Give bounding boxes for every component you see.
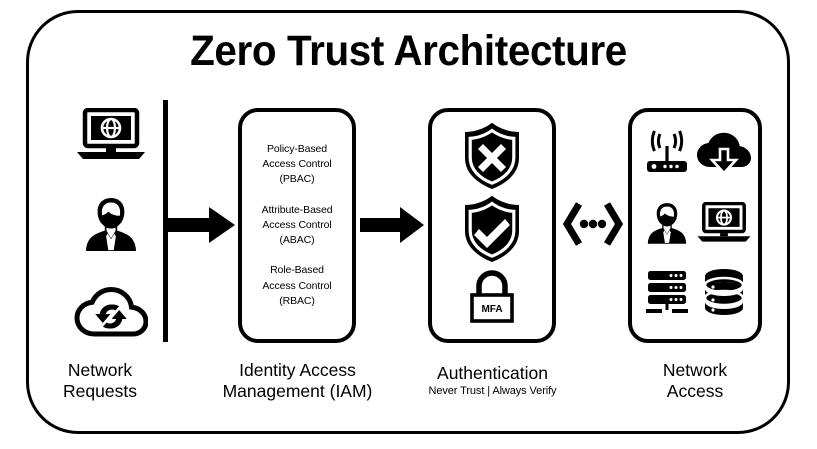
user-icon (81, 194, 141, 254)
iam-box: Policy-Based Access Control (PBAC) Attri… (238, 108, 356, 343)
page-title: Zero Trust Architecture (190, 27, 627, 75)
server-rack-icon (642, 269, 692, 320)
caption-subtitle: Never Trust | Always Verify (428, 385, 557, 397)
laptop-globe-icon (696, 201, 752, 249)
caption-line-1: Identity Access (239, 360, 356, 380)
database-icon (701, 267, 747, 322)
caption-line-1: Network (662, 360, 728, 380)
arrow-requests-to-iam-icon (165, 205, 237, 250)
caption-authentication: Authentication Never Trust | Always Veri… (405, 363, 580, 399)
network-requests-icons (62, 108, 160, 338)
outer-frame (26, 10, 790, 434)
iam-policy-list: Policy-Based Access Control (PBAC) Attri… (242, 112, 352, 339)
mfa-label: MFA (481, 304, 502, 315)
caption-network-access: Network Access (620, 360, 770, 402)
caption-identity-access-management: Identity Access Management (IAM) (215, 360, 380, 402)
caption-line-2: Management (IAM) (222, 381, 373, 401)
rbac-line3: (RBAC) (279, 294, 315, 307)
network-access-box (628, 108, 762, 343)
list-item-pbac: Policy-Based Access Control (PBAC) (262, 142, 331, 188)
cloud-sync-icon (74, 286, 148, 338)
wifi-router-icon (641, 130, 693, 183)
caption-line-1: Authentication (437, 363, 548, 383)
user-icon (644, 200, 690, 251)
caption-network-requests: Network Requests (30, 360, 170, 402)
arrow-iam-to-auth-icon (360, 205, 426, 250)
shield-deny-icon (462, 122, 522, 195)
cloud-download-icon (696, 131, 752, 182)
abac-line2: Access Control (262, 218, 332, 231)
rbac-line2: Access Control (262, 279, 332, 292)
list-item-abac: Attribute-Based Access Control (ABAC) (262, 203, 333, 249)
authentication-box: MFA (428, 108, 556, 343)
caption-line-2: Access (666, 381, 724, 401)
pbac-line1: Policy-Based (266, 143, 328, 156)
padlock-mfa-icon: MFA (465, 268, 519, 331)
abac-line3: (ABAC) (279, 234, 315, 247)
connector-auth-to-access-icon (562, 200, 624, 253)
pbac-line3: (PBAC) (279, 173, 315, 186)
laptop-globe-icon (75, 108, 147, 162)
network-access-icons (632, 112, 758, 339)
pbac-line2: Access Control (262, 158, 332, 171)
authentication-icons: MFA (432, 112, 552, 339)
abac-line1: Attribute-Based (261, 203, 333, 216)
list-item-rbac: Role-Based Access Control (RBAC) (262, 263, 331, 309)
shield-allow-icon (462, 195, 522, 268)
caption-line-1: Network (67, 360, 133, 380)
rbac-line1: Role-Based (270, 264, 324, 277)
caption-line-2: Requests (63, 381, 137, 401)
